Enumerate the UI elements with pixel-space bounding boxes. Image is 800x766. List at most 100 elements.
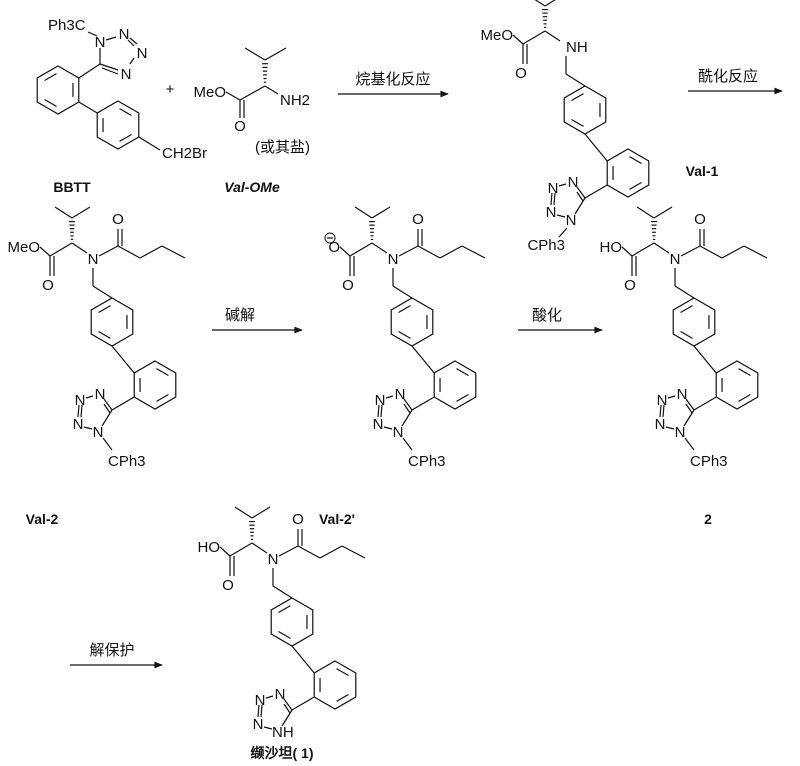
double-bond (283, 703, 291, 714)
bond (101, 409, 113, 427)
bond (161, 245, 186, 259)
bond (621, 246, 633, 257)
benzene-ring (313, 660, 357, 710)
oxygen-label: O (234, 118, 246, 135)
nitrogen-label: N (73, 416, 84, 433)
benzene-ring (96, 100, 140, 150)
nitrogen-label: N (395, 386, 406, 403)
aromatic-bond (156, 393, 169, 402)
bond (219, 546, 231, 557)
oxygen-label: O (515, 65, 527, 82)
bond (699, 245, 723, 259)
aromatic-bond (336, 693, 349, 702)
bond (225, 91, 241, 101)
bond (264, 85, 279, 95)
amine-label: N (670, 251, 681, 268)
bond (385, 395, 394, 399)
double-bond (576, 191, 584, 202)
trityl-label: CPh3 (408, 453, 446, 470)
bond (565, 73, 586, 87)
bond (584, 184, 608, 199)
nitrogen-label: N (546, 204, 557, 221)
amine-label: NH2 (280, 92, 310, 109)
bond (556, 214, 566, 218)
bond (721, 245, 745, 259)
aromatic-bond (398, 330, 411, 339)
nitrogen-label: N (548, 180, 559, 197)
aromatic-bond (398, 305, 411, 314)
aromatic-bond (629, 156, 642, 165)
bond (402, 437, 413, 451)
bond (265, 695, 274, 699)
bond (558, 227, 568, 238)
bond (371, 242, 388, 254)
bond (98, 245, 119, 257)
bond (550, 192, 553, 206)
bond (229, 542, 253, 557)
aromatic-bond (629, 181, 642, 190)
oxygen-label: O (342, 277, 354, 294)
bond (411, 396, 435, 411)
aromatic-bond (456, 368, 469, 377)
bond (281, 709, 293, 727)
bond (544, 0, 556, 7)
nitrogen-label: N (566, 212, 577, 229)
double-bond (403, 403, 411, 414)
aromatic-bond (680, 330, 693, 339)
bond (439, 245, 463, 259)
aromatic-bond (119, 108, 132, 117)
compound-label-valsartan: 缬沙坦( 1) (251, 745, 314, 761)
arrow-deprotection: 解保护 (70, 641, 163, 669)
arrow-acidification: 酸化 (518, 306, 603, 334)
bond (584, 133, 608, 162)
bond (693, 345, 717, 374)
bond (534, 0, 546, 7)
bond (99, 63, 119, 71)
nitrogen-label: N (375, 392, 386, 409)
bond (138, 136, 161, 151)
bond (403, 398, 413, 411)
bond (127, 39, 135, 47)
bond (401, 409, 413, 427)
benzene-ring (715, 360, 759, 410)
nitrogen-label: N (93, 424, 104, 441)
trityl-label: CPh3 (108, 453, 146, 470)
nitrogen-label: N (275, 686, 286, 703)
bond (71, 206, 91, 219)
benzene-ring (606, 148, 650, 198)
head-group-label: O (328, 239, 340, 256)
bond (129, 37, 138, 45)
bond (685, 398, 695, 411)
aromatic-bond (571, 93, 584, 102)
bond (102, 437, 113, 451)
bond (71, 242, 88, 254)
bond (553, 192, 556, 206)
bond (693, 396, 717, 411)
nitrogen-label: N (677, 386, 688, 403)
compound-label-val2-prime: Val-2' (319, 511, 355, 527)
bond (251, 542, 268, 554)
nitrogen-label: N (253, 716, 264, 733)
nitrogen-label: N (675, 424, 686, 441)
head-group-label: HO (600, 239, 623, 256)
arrow-hydrolysis: 碱解 (212, 306, 303, 334)
bond (111, 345, 135, 374)
aromatic-bond (680, 305, 693, 314)
aromatic-bond (98, 330, 111, 339)
bond (558, 183, 567, 187)
bond (371, 206, 391, 219)
bond (339, 246, 351, 257)
bond (665, 426, 675, 430)
aromatic-bond (44, 98, 57, 107)
aromatic-bond (119, 133, 132, 142)
oxygen-label: O (624, 277, 636, 294)
nitrogen-label: N (121, 66, 132, 83)
bond (684, 437, 695, 451)
aromatic-bond (738, 368, 751, 377)
bond (544, 30, 561, 42)
bond (139, 245, 163, 259)
trityl-label: CPh3 (690, 453, 728, 470)
bond (662, 404, 665, 418)
bond (512, 34, 524, 45)
bond (659, 404, 662, 418)
